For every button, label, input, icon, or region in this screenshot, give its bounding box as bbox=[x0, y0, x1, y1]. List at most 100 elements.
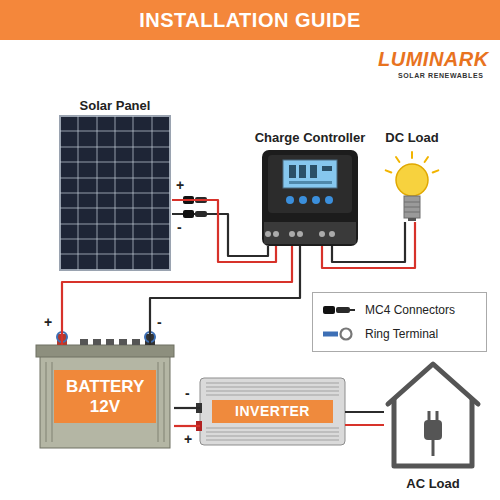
house-art-part bbox=[428, 411, 431, 421]
power-wire bbox=[322, 222, 415, 268]
controller-art-part bbox=[289, 165, 296, 178]
battery-art-part bbox=[36, 345, 174, 357]
bulb-art-part-part bbox=[404, 207, 420, 208]
house-art-part bbox=[388, 364, 478, 404]
controller-art-part bbox=[262, 150, 358, 246]
battery: BATTERY 12V bbox=[36, 345, 174, 448]
bulb-art-part bbox=[408, 218, 416, 221]
solar-panel-art-part-part bbox=[60, 193, 170, 194]
battery-art-part-part bbox=[80, 339, 88, 345]
solar-panel-art-part-part bbox=[60, 239, 170, 240]
controller-art-part-part bbox=[265, 231, 271, 237]
legend-sample bbox=[321, 324, 357, 344]
node-label: DC Load bbox=[385, 130, 438, 146]
inverter-art-part-part bbox=[206, 386, 339, 388]
legend-entry: Ring Terminal bbox=[321, 322, 478, 346]
battery-art-part bbox=[80, 339, 140, 345]
bulb-art-part-part bbox=[386, 170, 392, 172]
solar-panel-art-part-part bbox=[60, 147, 170, 148]
battery-art-part bbox=[46, 362, 164, 442]
power-wire bbox=[174, 425, 200, 427]
power-wire bbox=[345, 424, 384, 426]
legend-text: Ring Terminal bbox=[365, 327, 438, 341]
controller-art-part bbox=[322, 166, 332, 171]
controller-art-part bbox=[289, 181, 332, 184]
legend-sample-part bbox=[341, 329, 352, 340]
polarity-sign: + bbox=[44, 315, 52, 329]
bulb-art-part-part bbox=[433, 170, 439, 172]
mc4-connector-art-part bbox=[195, 211, 207, 217]
inverter-art-part-part bbox=[206, 439, 339, 441]
controller-art-part bbox=[310, 165, 317, 178]
house-art-part bbox=[394, 398, 472, 466]
brand-logo: LUMINARK bbox=[378, 48, 489, 70]
brand-tagline: SOLAR RENEWABLES bbox=[398, 72, 483, 80]
controller-art-part bbox=[312, 196, 320, 204]
inverter-art-part-part bbox=[206, 390, 339, 392]
controller-art-part bbox=[286, 196, 294, 204]
battery-art-part-part bbox=[119, 339, 127, 345]
inverter-art-part bbox=[206, 383, 339, 440]
bulb-art-part-part bbox=[396, 157, 399, 162]
inverter: INVERTER bbox=[200, 378, 345, 445]
battery-art-part-part bbox=[93, 339, 101, 345]
node-label: Solar Panel bbox=[80, 98, 151, 114]
bulb-art bbox=[386, 152, 439, 221]
legend-text: MC4 Connectors bbox=[365, 303, 455, 317]
page-title: INSTALLATION GUIDE bbox=[139, 9, 361, 32]
polarity-sign: + bbox=[176, 178, 184, 192]
house-art bbox=[388, 364, 478, 466]
bulb-art-part-part bbox=[404, 202, 420, 203]
solar-panel-art-part bbox=[60, 116, 170, 270]
inverter-art bbox=[196, 378, 345, 445]
bulb-art-part-part bbox=[404, 212, 420, 213]
negative-wires-part bbox=[174, 407, 200, 409]
controller-art bbox=[262, 150, 358, 246]
solar-panel-art bbox=[60, 116, 170, 270]
battery-art-part-part bbox=[132, 339, 140, 345]
polarity-sign: - bbox=[185, 386, 190, 400]
legend-sample-part bbox=[323, 306, 335, 314]
controller-art-part bbox=[265, 231, 335, 237]
legend-sample bbox=[321, 300, 357, 320]
legend-box: MC4 ConnectorsRing Terminal bbox=[312, 292, 487, 352]
controller-art-part-part bbox=[319, 231, 325, 237]
inverter-art-part-part bbox=[206, 394, 339, 396]
node-title: INVERTER bbox=[212, 400, 333, 422]
controller-art-part bbox=[299, 165, 306, 178]
negative-wires-part bbox=[172, 214, 268, 256]
controller-art-part-part bbox=[297, 231, 303, 237]
solar-panel-art-part-part bbox=[60, 254, 170, 255]
legend-entry: MC4 Connectors bbox=[321, 298, 478, 322]
polarity-sign: - bbox=[177, 220, 182, 234]
controller-art-part bbox=[264, 222, 356, 244]
house-art-part bbox=[424, 420, 442, 440]
battery-art-part-part bbox=[106, 339, 114, 345]
controller-art-part-part bbox=[329, 231, 335, 237]
ac-load: AC Load bbox=[384, 360, 482, 494]
solar-panel-art-part bbox=[60, 116, 170, 270]
solar-panel-art-part-part bbox=[60, 131, 170, 132]
legend-sample-part bbox=[336, 307, 350, 313]
bulb-art-part-part bbox=[411, 152, 413, 158]
controller-art-part bbox=[268, 155, 352, 213]
house-art-part bbox=[432, 440, 435, 456]
controller-art-part bbox=[283, 160, 337, 188]
bulb-art-part-part bbox=[425, 157, 428, 162]
bulb-art-part bbox=[404, 196, 420, 218]
controller-art-part-part bbox=[273, 231, 279, 237]
battery-art-part bbox=[40, 352, 170, 448]
polarity-sign: + bbox=[184, 432, 192, 446]
inverter-art-part-part bbox=[206, 431, 339, 433]
legend-sample-part bbox=[350, 309, 355, 311]
house-art-part bbox=[436, 411, 439, 421]
controller-art-part bbox=[325, 196, 333, 204]
power-wire bbox=[172, 200, 276, 262]
negative-wires-part bbox=[345, 411, 384, 413]
inverter-art-part-part bbox=[206, 382, 339, 384]
node-label: AC Load bbox=[406, 476, 459, 492]
controller-art-part-part bbox=[289, 231, 295, 237]
solar-panel-art-part-part bbox=[60, 178, 170, 179]
bulb-art-part bbox=[404, 202, 420, 212]
